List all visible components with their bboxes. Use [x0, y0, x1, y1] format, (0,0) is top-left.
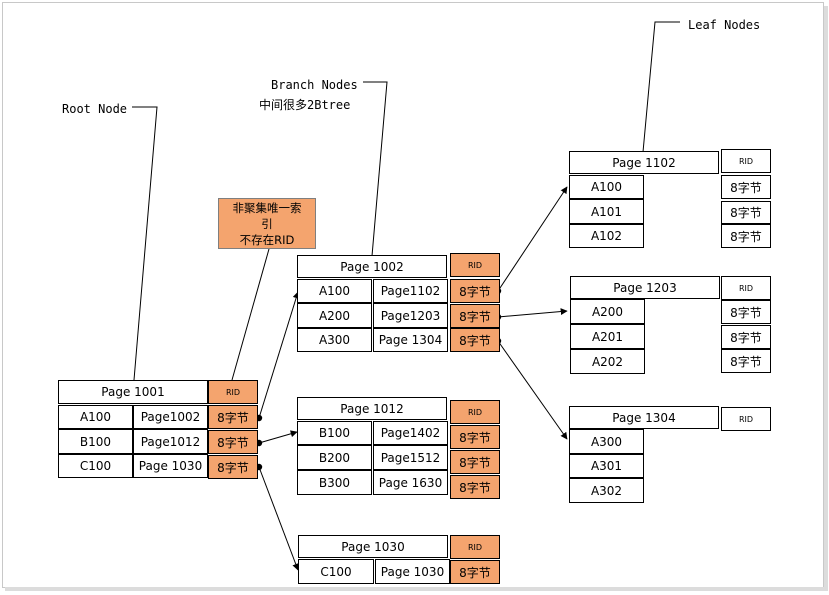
- rid-cell: 8字节: [450, 475, 500, 499]
- pointer-cell: Page1203: [373, 303, 448, 328]
- arrow-1002-to-1102: [497, 186, 568, 292]
- leaf-leader-line: [642, 21, 680, 153]
- key-cell: A300: [297, 328, 372, 352]
- rid-cell: 8字节: [208, 430, 258, 454]
- key-cell: C100: [298, 559, 374, 584]
- root-leader-line: [132, 106, 158, 381]
- rid-header: RID: [721, 149, 771, 173]
- rid-header: RID: [721, 276, 771, 300]
- page-title: Page 1002: [297, 255, 447, 278]
- arrow-1001-to-1012: [258, 430, 298, 444]
- pointer-cell: Page1102: [373, 279, 448, 303]
- rid-cell: 8字节: [721, 325, 771, 349]
- pointer-cell: Page 1030: [133, 454, 208, 478]
- frame-shadow-right: [824, 6, 828, 591]
- note-line-3: 不存在RID: [239, 233, 295, 247]
- rid-cell: 8字节: [721, 300, 771, 324]
- root-node-label: Root Node: [62, 102, 128, 116]
- note-line-1: 非聚集唯一索: [232, 201, 302, 215]
- key-cell: A100: [569, 175, 644, 199]
- rid-cell: 8字节: [721, 201, 771, 224]
- rid-cell: 8字节: [450, 279, 500, 303]
- key-cell: B100: [297, 421, 372, 445]
- arrow-1001-to-1030: [258, 466, 300, 571]
- key-cell: B100: [58, 429, 133, 454]
- key-cell: A302: [569, 478, 644, 503]
- rid-cell: 8字节: [208, 455, 258, 479]
- key-cell: A101: [569, 199, 644, 224]
- key-cell: C100: [58, 454, 133, 478]
- key-cell: A200: [570, 299, 645, 324]
- pointer-cell: Page1012: [133, 429, 208, 454]
- rid-cell: 8字节: [208, 405, 258, 429]
- rid-header: RID: [450, 535, 500, 559]
- key-cell: A201: [570, 324, 645, 349]
- pointer-cell: Page 1030: [375, 559, 450, 584]
- pointer-cell: Page1512: [373, 445, 448, 470]
- branch-nodes-sublabel: 中间很多2Btree: [259, 98, 351, 112]
- pointer-cell: Page 1304: [373, 328, 448, 352]
- page-title: Page 1102: [569, 151, 719, 174]
- note-line-2: 引: [261, 217, 273, 231]
- key-cell: A202: [570, 349, 645, 374]
- rid-cell: 8字节: [450, 304, 500, 328]
- page-title: Page 1304: [569, 406, 719, 429]
- key-cell: A301: [569, 454, 644, 478]
- arrow-1002-to-1304: [497, 340, 568, 440]
- rid-cell: 8字节: [450, 450, 500, 474]
- page-title: Page 1030: [298, 535, 448, 558]
- key-cell: A300: [569, 429, 644, 454]
- rid-cell: 8字节: [721, 349, 771, 373]
- key-cell: A200: [297, 303, 372, 328]
- arrow-1001-to-1002: [258, 291, 300, 419]
- note-leader-line: [231, 248, 270, 381]
- key-cell: A100: [297, 279, 372, 303]
- key-cell: A100: [58, 405, 133, 429]
- branch-leader-line: [363, 81, 388, 257]
- rid-header: RID: [721, 407, 771, 431]
- rid-cell: 8字节: [721, 224, 771, 248]
- key-cell: B200: [297, 445, 372, 470]
- rid-cell: 8字节: [450, 560, 500, 584]
- frame-shadow-bottom: [5, 587, 826, 591]
- key-cell: A102: [569, 224, 644, 248]
- rid-header: RID: [450, 400, 500, 424]
- pointer-cell: Page1402: [373, 421, 448, 445]
- branch-nodes-label: Branch Nodes: [271, 78, 358, 92]
- pointer-cell: Page1002: [133, 405, 208, 429]
- rid-cell: 8字节: [450, 425, 500, 449]
- leaf-nodes-label: Leaf Nodes: [688, 18, 761, 32]
- arrow-1002-to-1203: [497, 308, 568, 318]
- page-title: Page 1001: [58, 380, 208, 404]
- key-cell: B300: [297, 470, 372, 495]
- page-title: Page 1012: [297, 397, 447, 420]
- rid-header: RID: [208, 380, 258, 404]
- rid-cell: 8字节: [450, 328, 500, 352]
- pointer-cell: Page 1630: [373, 470, 448, 495]
- page-title: Page 1203: [570, 276, 720, 299]
- rid-header: RID: [450, 253, 500, 277]
- rid-cell: 8字节: [721, 175, 771, 199]
- nonclustered-index-note: 非聚集唯一索 引 不存在RID: [218, 198, 316, 249]
